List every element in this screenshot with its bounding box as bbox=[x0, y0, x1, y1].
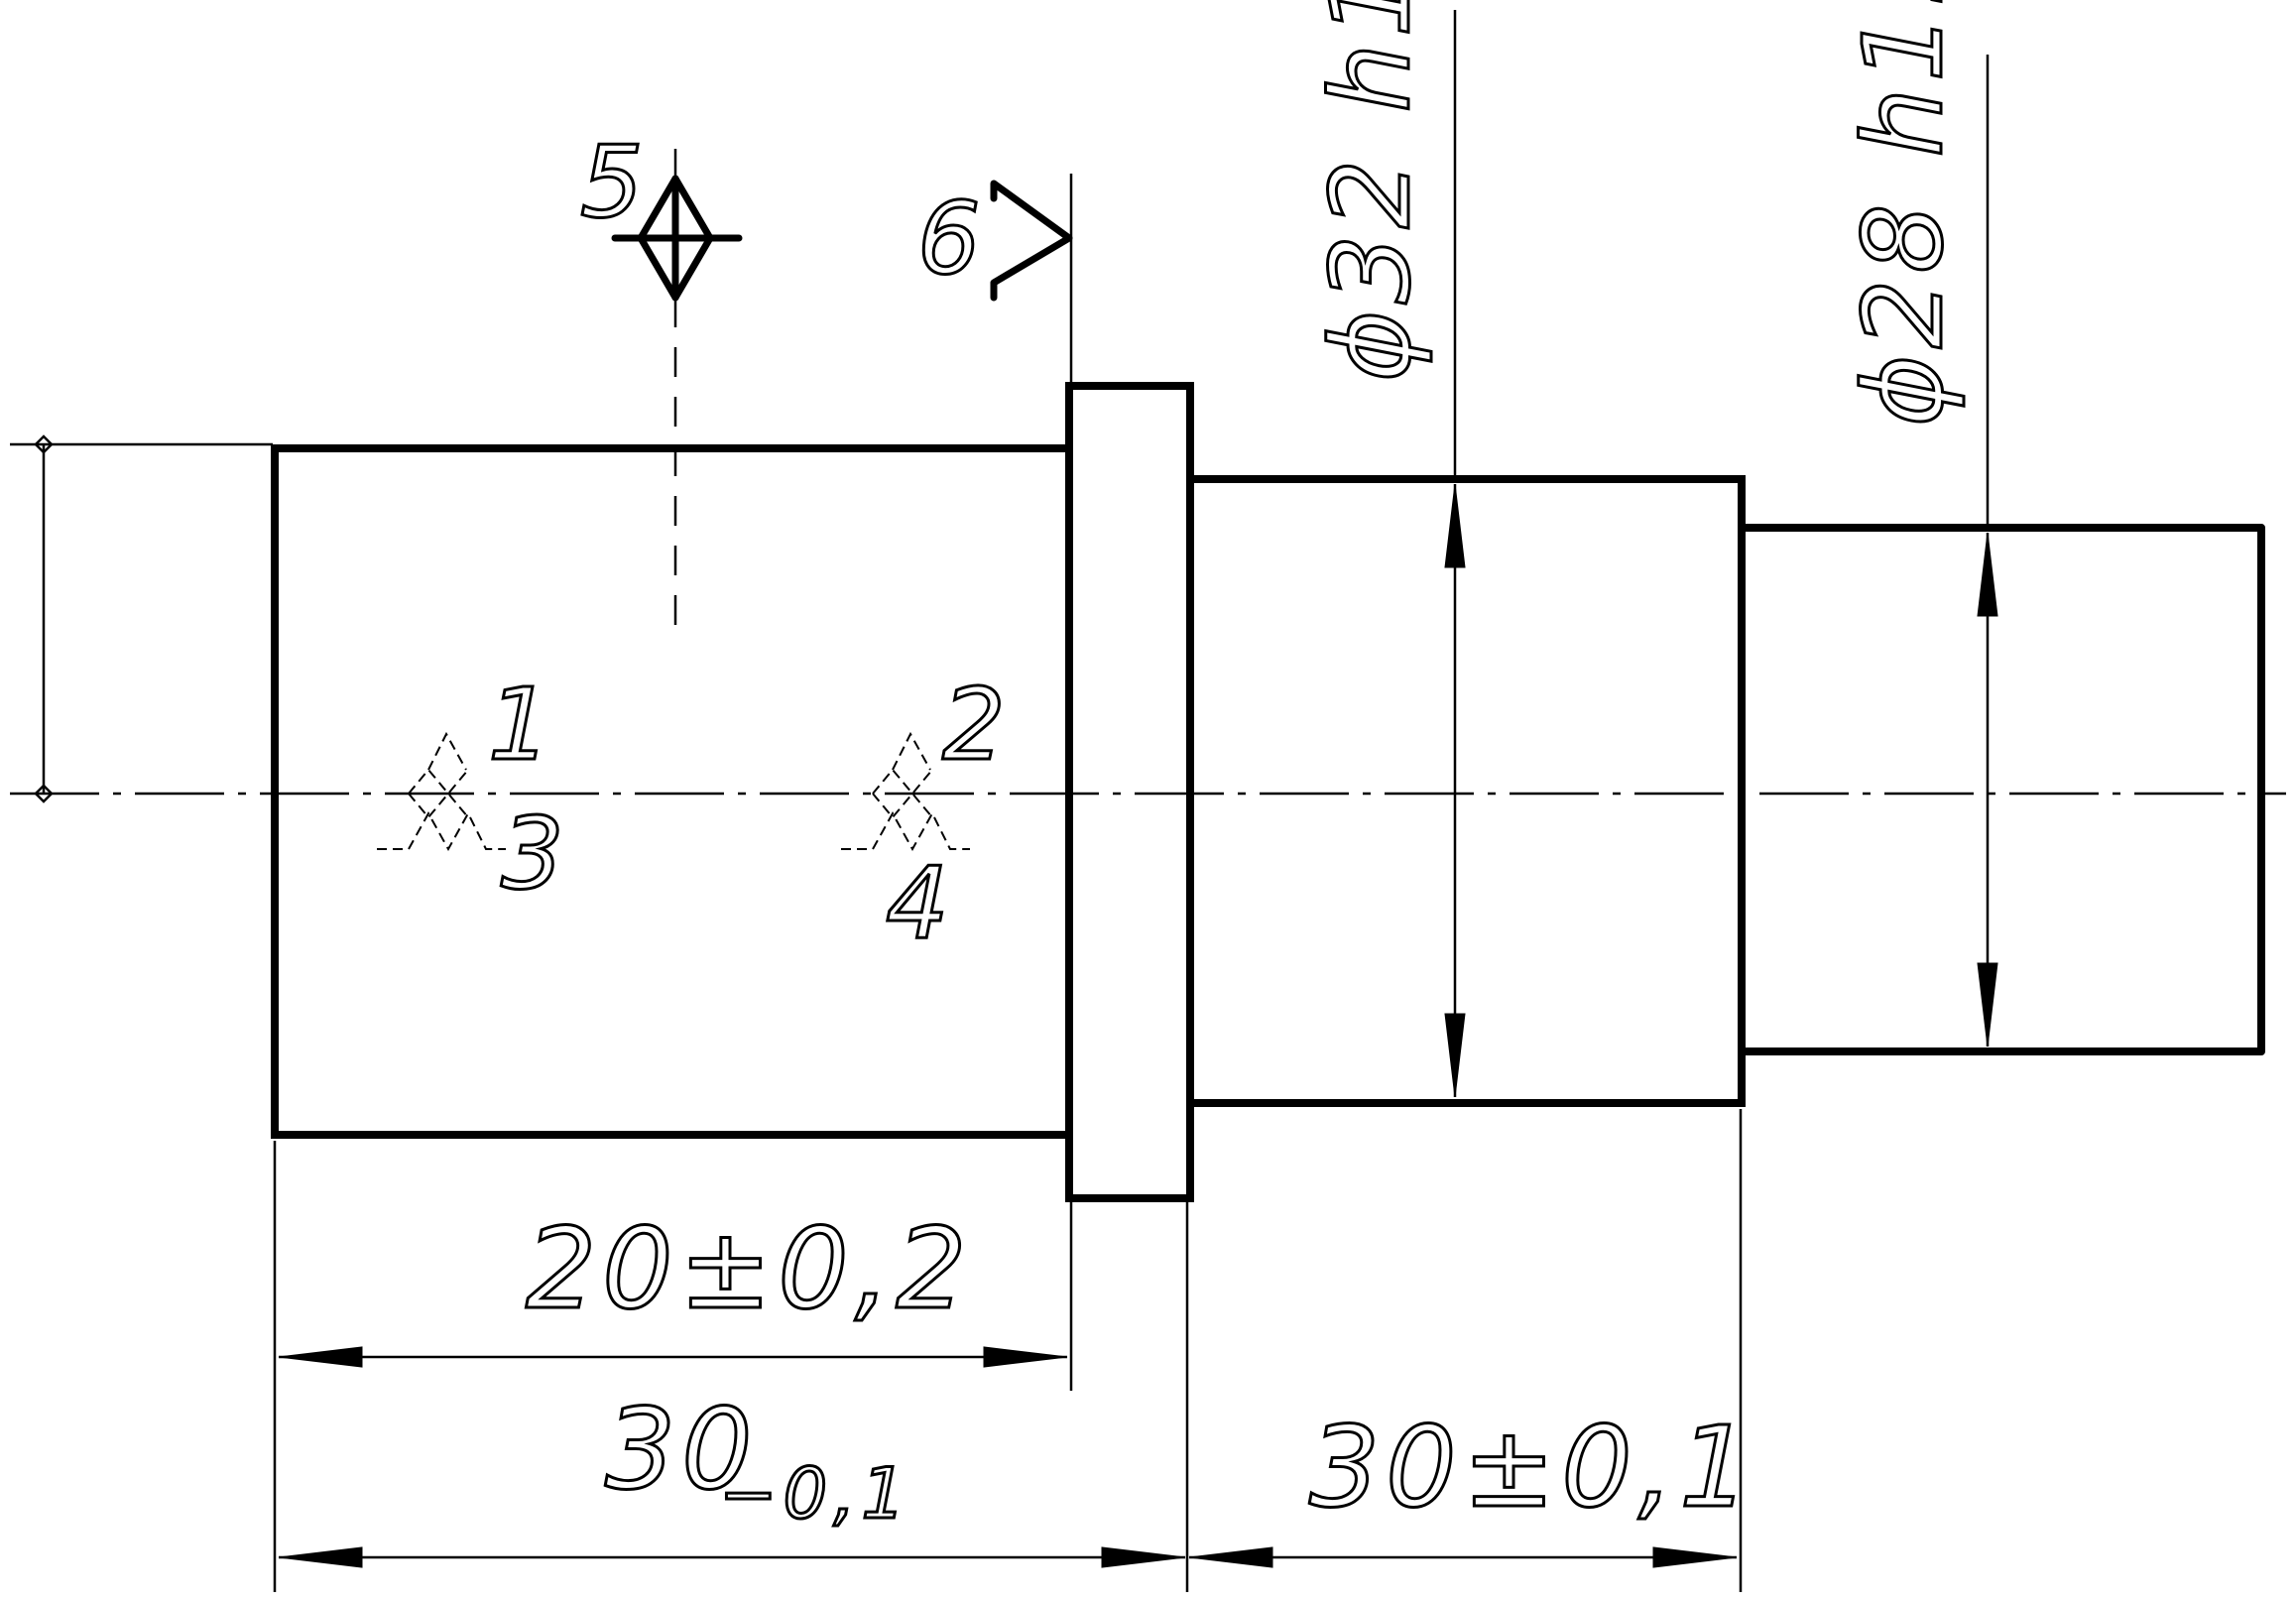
datum-label-1: 1 bbox=[488, 667, 557, 783]
datum-symbol-6 bbox=[990, 180, 1073, 302]
left-cylinder bbox=[271, 444, 1073, 1139]
left-reference-markers bbox=[34, 434, 54, 803]
dimension-20-label: 20±0,2 bbox=[526, 1205, 972, 1334]
right-step-dia28 bbox=[1738, 524, 2265, 1055]
collar bbox=[1065, 382, 1194, 1202]
diameter-32-label: ϕ32 h11 bbox=[1307, 0, 1434, 382]
middle-step-dia32 bbox=[1186, 475, 1746, 1107]
diamond-marker-icon bbox=[34, 784, 54, 803]
datum-label-6: 6 bbox=[917, 181, 987, 297]
datum-label-3: 3 bbox=[501, 796, 570, 912]
extension-lines bbox=[10, 10, 1990, 1592]
dimension-30-tolerance: −0,1 bbox=[719, 1453, 911, 1535]
datum-label-4: 4 bbox=[886, 845, 955, 961]
datum-symbol-1-3 bbox=[377, 731, 506, 852]
dimension-lines bbox=[278, 483, 1998, 1568]
datum-symbol-5 bbox=[611, 175, 743, 302]
diamond-marker-icon bbox=[34, 434, 54, 454]
diameter-28-label: ϕ28 h11 bbox=[1840, 0, 1967, 427]
datum-label-5: 5 bbox=[580, 124, 650, 240]
datum-label-2: 2 bbox=[942, 667, 1012, 783]
dimension-30-label: 30 bbox=[605, 1386, 759, 1515]
datum-symbol-2-4 bbox=[841, 731, 970, 852]
shaft-outline bbox=[271, 382, 2265, 1202]
dimension-30-sym-label: 30±0,1 bbox=[1309, 1404, 1755, 1533]
